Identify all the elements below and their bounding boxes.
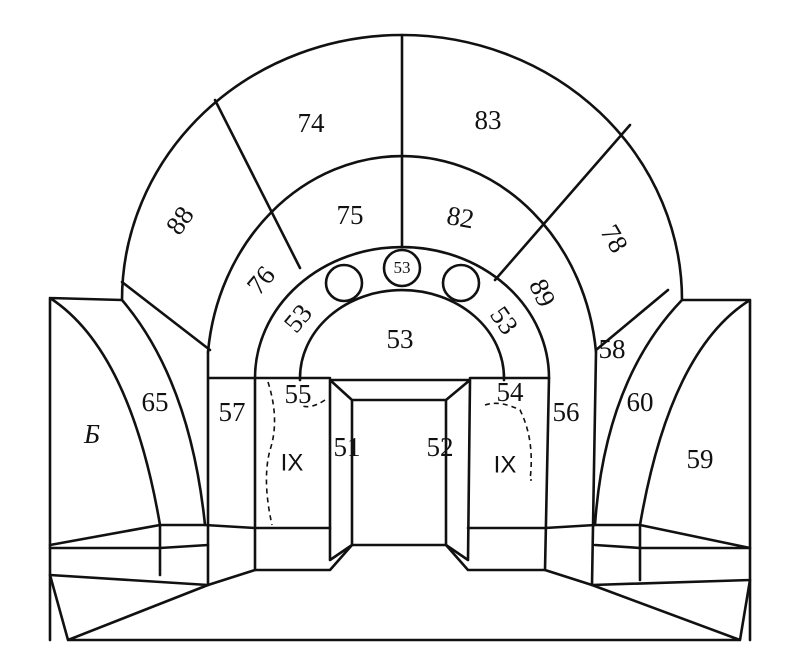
label-key-53: 53 [394, 258, 411, 277]
right-pier [468, 350, 598, 587]
left-wall [48, 296, 207, 642]
label-57: 57 [219, 397, 246, 427]
divider [493, 123, 632, 282]
label-54: 54 [497, 377, 525, 407]
label-65: 65 [142, 387, 169, 417]
label-58: 58 [599, 334, 626, 364]
label-83: 83 [475, 105, 502, 135]
divider [120, 280, 212, 352]
label-B: Б [83, 419, 100, 449]
rosette-left [324, 263, 364, 303]
label-55: 55 [285, 379, 312, 409]
right-niche-outline [484, 402, 533, 481]
rosette-right [441, 263, 481, 303]
label-51: 51 [334, 432, 361, 462]
label-53-tympanum: 53 [387, 324, 414, 354]
divider [213, 98, 302, 270]
label-75: 75 [337, 200, 364, 230]
label-60: 60 [627, 387, 654, 417]
base-band [48, 523, 752, 582]
label-52: 52 [427, 432, 454, 462]
label-IX-left: IX [281, 449, 304, 476]
label-IX-right: IX [494, 451, 517, 478]
doorway [298, 376, 506, 562]
label-82: 82 [445, 200, 477, 234]
label-74: 74 [298, 108, 326, 138]
label-88: 88 [160, 201, 200, 240]
label-56: 56 [553, 397, 580, 427]
label-78: 78 [595, 219, 634, 257]
divider [594, 288, 670, 352]
label-59: 59 [687, 444, 714, 474]
label-76: 76 [241, 260, 281, 300]
inner-arch [298, 288, 506, 380]
key-circle [382, 248, 422, 288]
label-89: 89 [523, 274, 562, 311]
right-wall [593, 298, 752, 642]
floor [48, 543, 752, 642]
label-53-left: 53 [278, 298, 318, 338]
left-niche-outline [265, 381, 326, 526]
